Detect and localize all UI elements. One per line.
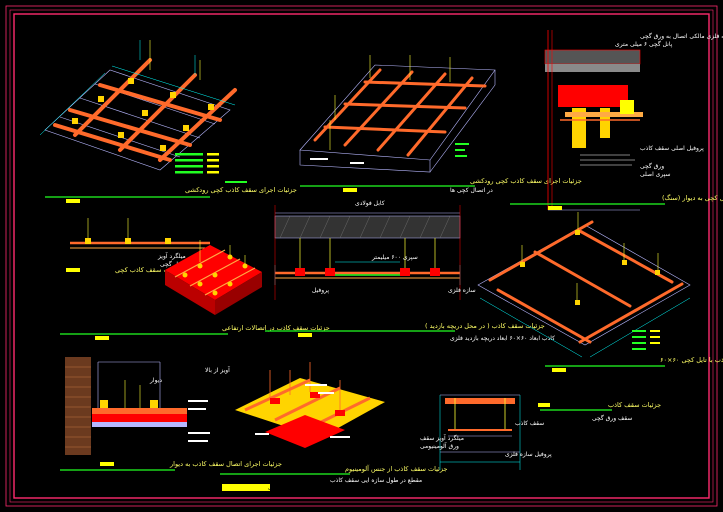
- note-6b: سپری ۶۰۰ میلیمتر: [371, 254, 418, 261]
- note-10b: میلگرد آویز سقف: [420, 433, 464, 442]
- title-2-sub: در اتصال کچی ها: [450, 187, 493, 194]
- note-10d: سقف کاذب: [515, 420, 544, 427]
- note-8b: دیوار: [149, 377, 162, 384]
- detail-aluminium-isometric: [235, 362, 385, 448]
- note-4b: پانل گچی: [160, 260, 184, 268]
- title-1: جزئیات اجرای سقف کاذب کچی رودکشی: [185, 186, 297, 194]
- note-10c: ورق آلومینیومی: [420, 441, 459, 450]
- sheet-frame: [5, 5, 718, 507]
- title-block-7: جزئیات اجرای سقف کاذب با تایل کچی ۶۰×۶۰: [545, 356, 723, 372]
- legend-table-1: [175, 153, 247, 183]
- note-3e: سپری اصلی: [640, 171, 671, 178]
- title-8: جزئیات اجرای اتصال سقف کاذب به دیوار: [169, 460, 282, 468]
- note-8a: آویز از بالا: [205, 365, 230, 374]
- note-3d: ورق گچی: [640, 162, 664, 170]
- title-7: جزئیات اجرای سقف کاذب با تایل کچی ۶۰×۶۰: [660, 356, 723, 364]
- title-block-3: جزئیات اتصال سقف کاذب پانل کچی به دیوار …: [510, 194, 723, 210]
- detail-height-offset: [165, 240, 262, 315]
- note-6c: پروفیل: [312, 287, 329, 294]
- title-block-10: جزئیات سقف کاذب سقف ورق گچی: [538, 401, 661, 422]
- title-10-sub: سقف ورق گچی: [592, 414, 632, 422]
- detail-isometric-grid-left: [39, 40, 247, 183]
- detail-wall-junction-section: لبه فلزی مالکی اتصال به ورق گچی پانل گچی…: [544, 30, 723, 211]
- detail-isometric-tile-grid: [477, 212, 691, 358]
- note-3a: لبه فلزی مالکی اتصال به ورق گچی: [640, 32, 723, 40]
- title-block-4: جزئیات سقف کاذب کچی: [115, 266, 183, 274]
- detail-hanger-section: پروفیل سازه فلزی میلگرد آویز سقف ورق آلو…: [420, 394, 552, 470]
- title-2: جزئیات اجرای سقف کاذب کچی رودکشی: [470, 177, 582, 185]
- note-10a: پروفیل سازه فلزی: [505, 451, 552, 458]
- title-6: جزئیات سقف کاذب ( در محل دریچه بازدید ): [425, 322, 545, 330]
- detail-wall-connection-section: آویز از بالا دیوار: [65, 357, 230, 455]
- title-10: جزئیات سقف کاذب: [608, 401, 661, 409]
- note-6a: کابل فولادی: [355, 200, 385, 207]
- title-5: جزئیات سقف کاذب در اتصالات ارتفاعی: [222, 324, 330, 332]
- title-block-2: جزئیات اجرای سقف کاذب کچی رودکشی در اتصا…: [300, 177, 582, 194]
- title-4: جزئیات سقف کاذب کچی: [115, 266, 183, 274]
- title-9: جزئیات سقف کاذب از جنس آلومینیوم: [345, 464, 447, 473]
- sheet-footer: جزئیات سقف کاذب: [222, 484, 313, 492]
- detail-isometric-grid-center: [299, 55, 496, 173]
- title-block-8: جزئیات اجرای اتصال سقف کاذب به دیوار: [60, 460, 282, 471]
- title-9-sub: مقطع در طول سازه ایی سقف کاذب: [330, 477, 422, 484]
- note-3b: پانل گچی ۶ میلی متری: [615, 40, 673, 48]
- title-block-1: جزئیات اجرای سقف کاذب کچی رودکشی: [45, 186, 297, 203]
- detail-ceiling-section-small: میلگرد آویز پانل گچی: [66, 218, 210, 272]
- note-3c: پروفیل اصلی سقف کاذب: [640, 145, 704, 152]
- title-6-sub: کاذب ابعاد ۶۰×۶۰ ابعاد دریچه بازدید فلزی: [450, 335, 555, 342]
- note-4a: میلگرد آویز: [157, 251, 186, 260]
- detail-access-hatch-section: کابل فولادی سپری ۶۰۰ میلیمتر پروفیل سازه…: [274, 200, 476, 300]
- title-block-6: جزئیات سقف کاذب ( در محل دریچه بازدید ) …: [265, 322, 555, 342]
- footer-label: جزئیات سقف کاذب: [268, 485, 313, 492]
- title-3: جزئیات اتصال سقف کاذب پانل کچی به دیوار …: [662, 194, 723, 202]
- title-block-5: جزئیات سقف کاذب در اتصالات ارتفاعی: [60, 324, 330, 340]
- note-6d: سازه فلزی: [448, 287, 476, 294]
